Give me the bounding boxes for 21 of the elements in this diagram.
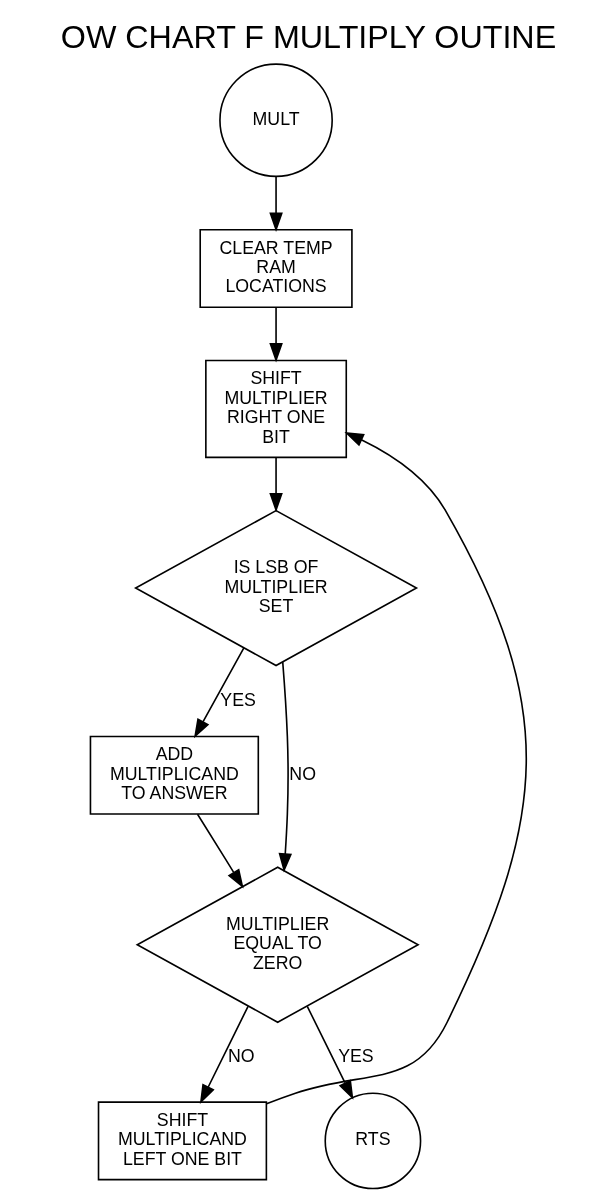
arrow [278,661,292,873]
arrow [265,432,527,1105]
node-box: CLEAR TEMP RAM LOCATIONS [198,228,353,309]
arrow [196,813,244,889]
edge-label: NO [288,763,316,784]
edge-label: YES [337,1046,374,1067]
arrow [268,306,283,363]
edge-label: YES [219,689,256,710]
arrow [199,1005,249,1104]
node-box: SHIFT MULTIPLIER RIGHT ONE BIT [204,359,347,459]
node-box: ADD MULTIPLICAND TO ANSWER [89,735,259,815]
arrow [193,647,245,739]
arrow [305,1005,353,1100]
node-box: SHIFT MULTIPLICAND LEFT ONE BIT [97,1101,267,1181]
node-diamond: IS LSB OF MULTIPLIER SET [133,509,418,667]
edge-label: NO [227,1046,255,1067]
node-circle: RTS [323,1092,421,1190]
node-circle: MULT [218,63,333,178]
arrow [268,175,283,232]
diagram-title: OW CHART F MULTIPLY OUTINE [60,18,556,55]
arrow [268,456,283,513]
